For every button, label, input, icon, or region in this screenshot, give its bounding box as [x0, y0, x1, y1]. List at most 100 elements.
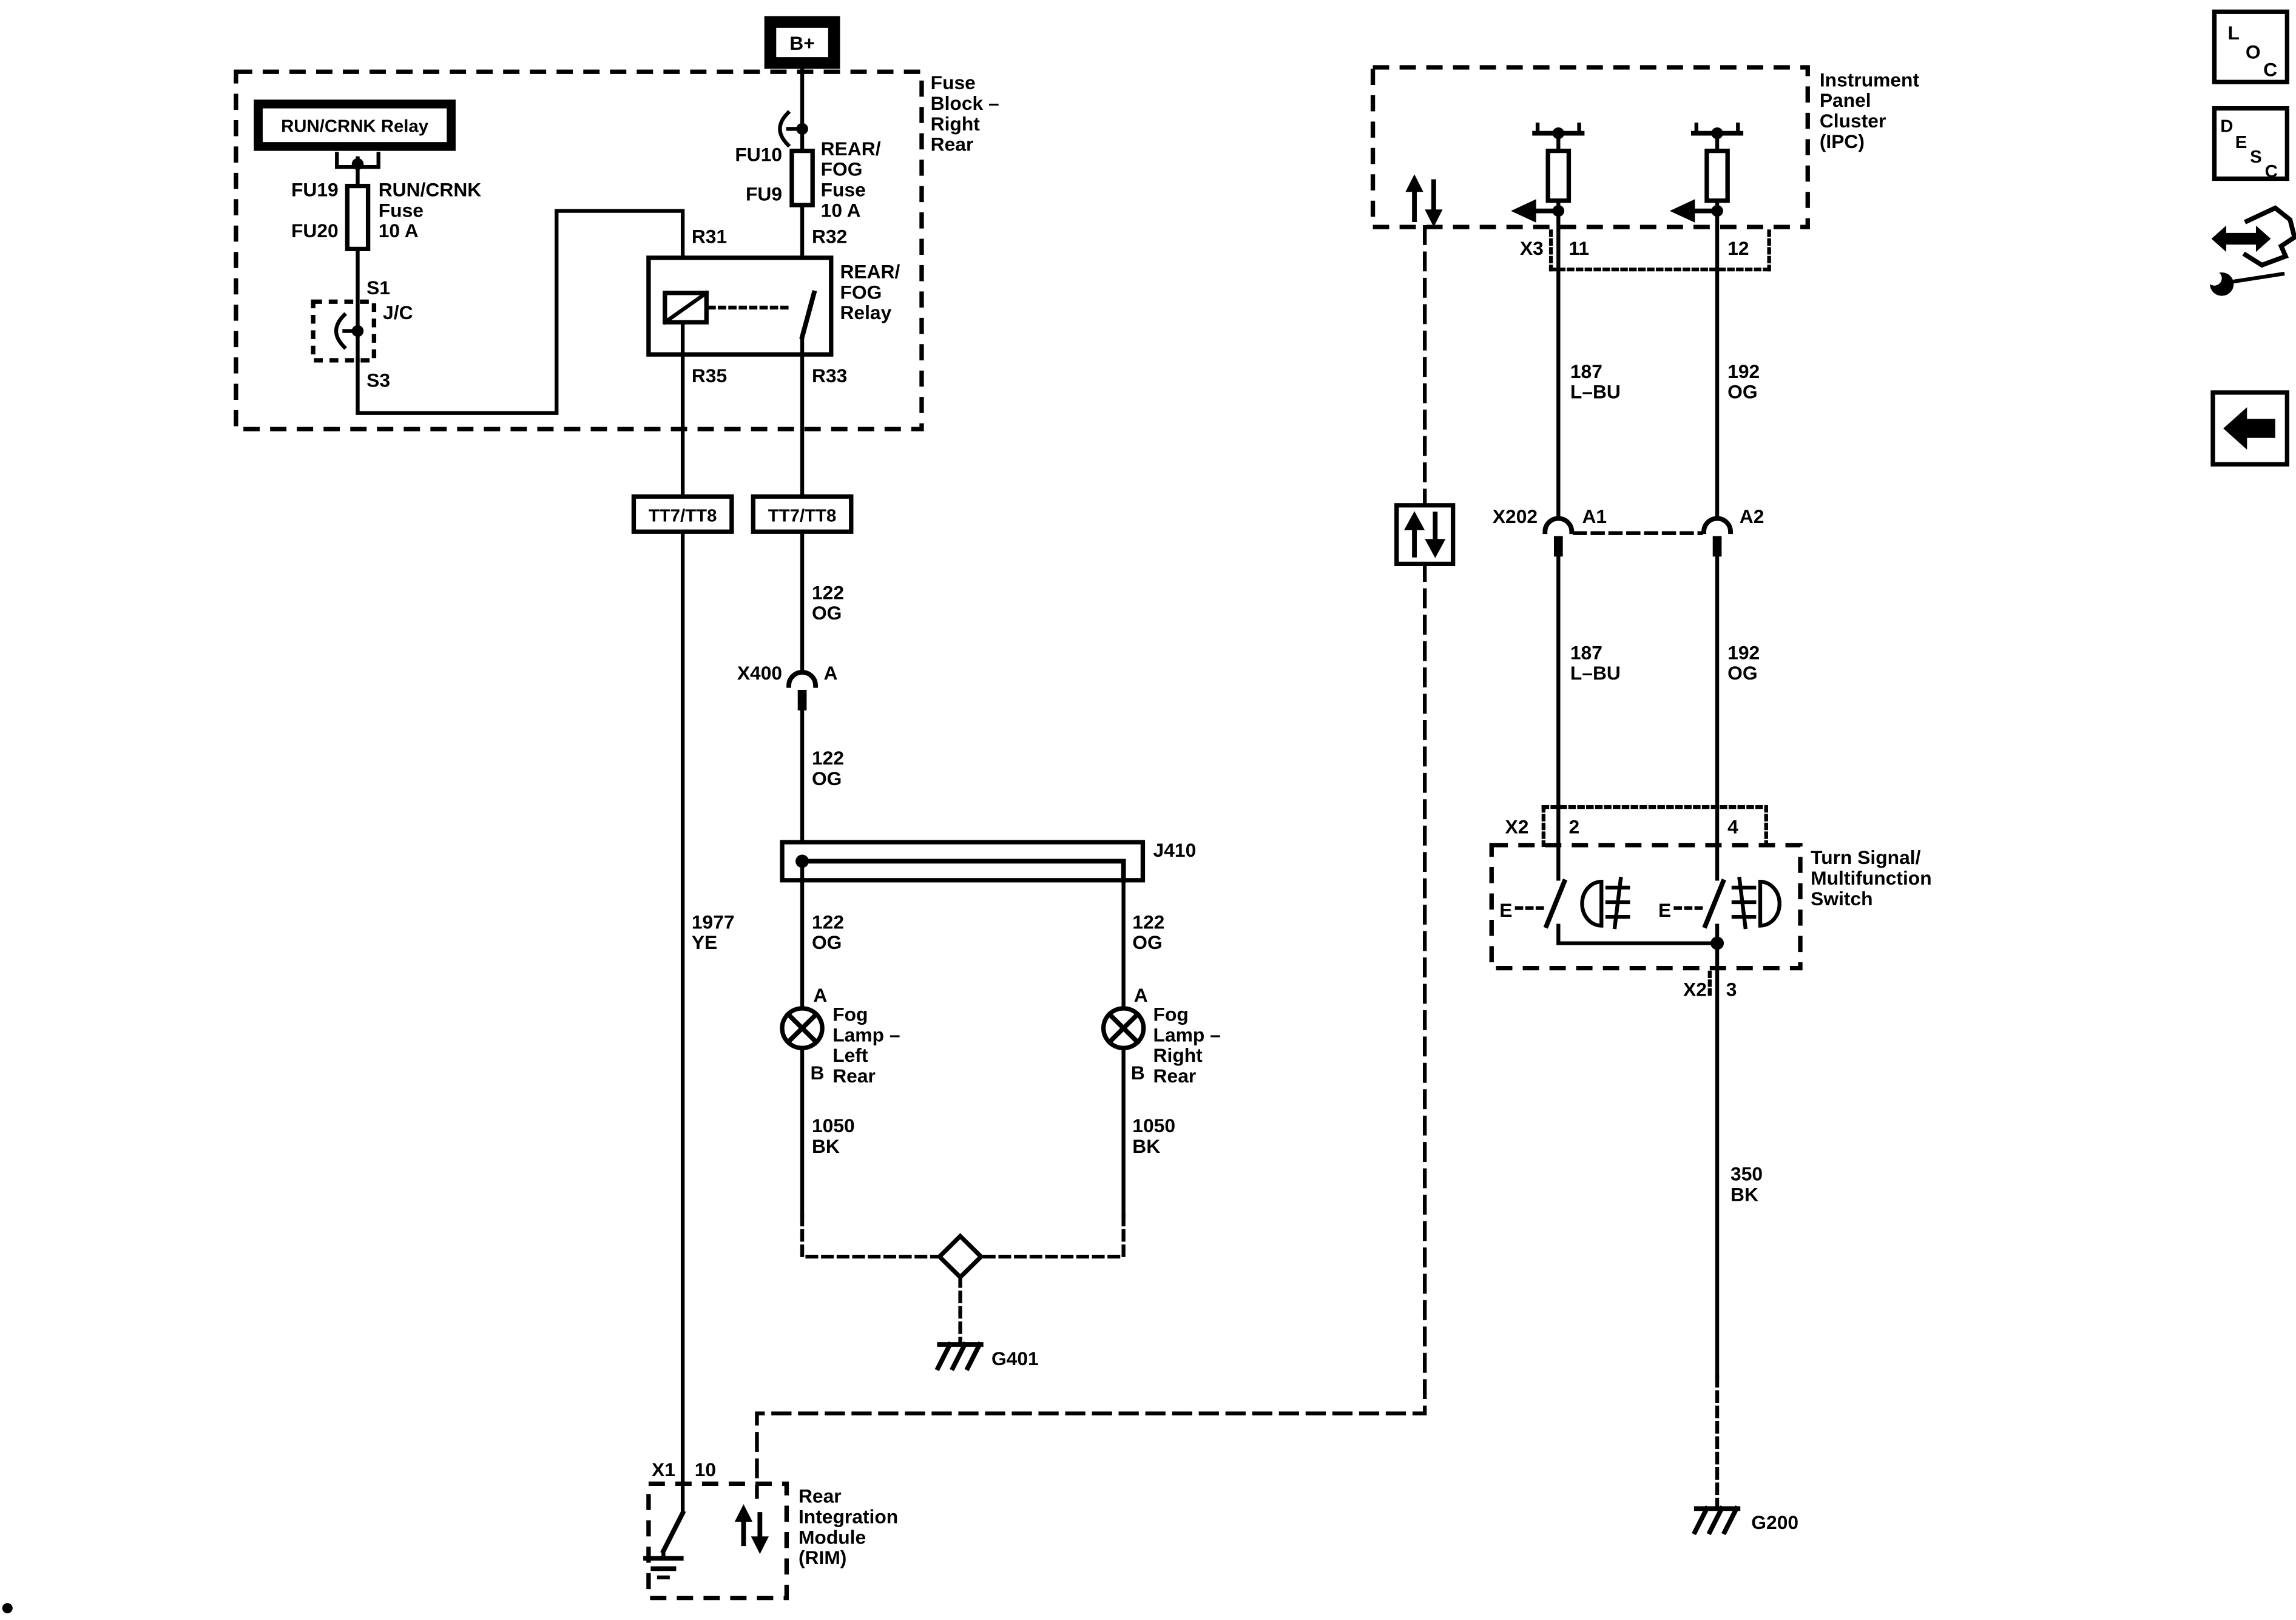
wire-s3-to-relay-r31 [356, 209, 685, 415]
bus-tap-symbol [778, 110, 808, 148]
tt7-tt8-right-label: TT7/TT8 [768, 507, 837, 526]
x3-pin11-label: 11 [1568, 237, 1589, 259]
w122r-color: OG [1132, 931, 1162, 953]
fu10-label: FU10 [735, 144, 782, 166]
x2-bottom-label: X2 [1683, 979, 1707, 1001]
rim-4: (RIM) [799, 1547, 846, 1568]
rear-fog-relay-1: REAR/ [840, 261, 900, 283]
g200-label: G200 [1751, 1511, 1798, 1533]
x202-label: X202 [1493, 505, 1538, 527]
lamp-right-2: Lamp – [1153, 1024, 1221, 1046]
relay-switch-arm [799, 290, 817, 340]
w187b-num: 187 [1570, 641, 1602, 663]
switch-arm-right [1702, 879, 1726, 929]
rear-fog-icon [1731, 876, 1781, 930]
loc-letter-o: O [2246, 41, 2261, 63]
rear-fog-fuse-2: FOG [821, 158, 863, 180]
e-right-label: E [1658, 899, 1671, 921]
w122r-num: 122 [1132, 911, 1164, 933]
ipc-data-arrows-icon [1405, 174, 1443, 228]
loc-letter-l: L [2227, 22, 2239, 44]
back-button[interactable] [2210, 390, 2289, 467]
w1050l-num: 1050 [812, 1115, 855, 1136]
relay-output-tap-symbol [335, 152, 380, 188]
tt7-tt8-left-label: TT7/TT8 [649, 507, 717, 526]
rim-switch-arm [660, 1510, 686, 1554]
fuse-block-title-3: Right [931, 113, 981, 135]
lamp-left-pin-b: B [811, 1062, 825, 1084]
ipc-2: Panel [1820, 89, 1871, 111]
w1977-color: YE [692, 931, 717, 953]
fuse-block-title-1: Fuse [931, 72, 976, 93]
b-plus-label: B+ [789, 32, 815, 54]
lamp-left-4: Rear [832, 1065, 876, 1087]
run-crnk-fuse-1: RUN/CRNK [379, 179, 482, 201]
fu20-label: FU20 [291, 220, 339, 241]
x2-pin2-label: 2 [1568, 816, 1579, 838]
g401-label: G401 [991, 1348, 1039, 1369]
fu9-label: FU9 [746, 183, 782, 205]
x2-connector-box [1541, 805, 1768, 847]
w192b-color: OG [1727, 662, 1757, 684]
rim-chassis-ground-symbol [643, 1549, 684, 1579]
x2-top-label: X2 [1505, 816, 1529, 838]
run-crnk-fuse-3: 10 A [379, 220, 419, 241]
jc-tap-symbol [334, 312, 364, 350]
x400-pin-label: A [824, 662, 838, 684]
r33-label: R33 [812, 365, 847, 386]
x2-pin3-label: 3 [1726, 979, 1737, 1001]
lamp-left-2: Lamp – [832, 1024, 900, 1046]
rear-fog-relay-2: FOG [840, 282, 882, 303]
rear-fog-fuse-4: 10 A [821, 199, 861, 221]
w1977-num: 1977 [692, 911, 735, 933]
lamp-right-3: Right [1153, 1044, 1203, 1066]
desc-letter-s: S [2250, 147, 2262, 167]
rear-fog-fuse-3: Fuse [821, 179, 866, 201]
fu19-label: FU19 [291, 179, 339, 201]
ground-lead-right-dashed [979, 1213, 1126, 1259]
ground-splice-diamond [936, 1233, 985, 1281]
run-crnk-fuse-2: Fuse [379, 199, 424, 221]
back-arrow-icon [2223, 407, 2275, 450]
front-fog-icon [1580, 876, 1630, 930]
ipc-3: Cluster [1820, 110, 1886, 132]
x202-a2-label: A2 [1740, 505, 1764, 527]
relay-coil-symbol [662, 290, 709, 325]
lamp-right-pin-b: B [1131, 1062, 1145, 1084]
j410-splice-pack [780, 840, 1146, 883]
w122b-num: 122 [812, 747, 844, 769]
ipc-1: Instrument [1820, 69, 1920, 91]
repair-instructions-icon[interactable] [2207, 205, 2296, 296]
lamp-left-pin-a: A [813, 984, 827, 1006]
switch-arm-left [1543, 879, 1568, 929]
page-artifact-dot [2, 1603, 13, 1613]
jc-label: J/C [383, 302, 413, 323]
desc-button[interactable]: D E S C [2212, 106, 2289, 181]
lamp-right-4: Rear [1153, 1065, 1197, 1087]
x400-connector-symbol [786, 670, 819, 710]
rim-1: Rear [799, 1485, 842, 1507]
g200-ground-symbol [1692, 1505, 1741, 1536]
x1-pin10-label: 10 [695, 1459, 716, 1480]
x400-label: X400 [737, 662, 782, 684]
switch-2: Multifunction [1811, 867, 1931, 889]
serial-data-line [755, 562, 1427, 1499]
w1050r-num: 1050 [1132, 1115, 1175, 1136]
rim-data-arrows-icon [734, 1504, 769, 1554]
lamp-right-1: Fog [1153, 1004, 1189, 1025]
ipc-4: (IPC) [1820, 130, 1865, 152]
lamp-right-pin-a: A [1134, 984, 1148, 1006]
rear-fog-fuse-1: REAR/ [821, 138, 881, 160]
loc-button[interactable]: L O C [2212, 9, 2289, 84]
s1-label: S1 [366, 277, 390, 299]
b-plus-terminal [764, 16, 840, 69]
desc-letter-d: D [2220, 116, 2233, 136]
x3-connector-box [1548, 229, 1771, 272]
x2-pin4-label: 4 [1727, 816, 1738, 838]
r31-label: R31 [692, 226, 727, 248]
run-crnk-relay-labelbox [254, 100, 456, 151]
w122a-num: 122 [812, 581, 844, 603]
rear-fog-fuse-symbol [789, 149, 815, 208]
x3-label: X3 [1520, 237, 1544, 259]
